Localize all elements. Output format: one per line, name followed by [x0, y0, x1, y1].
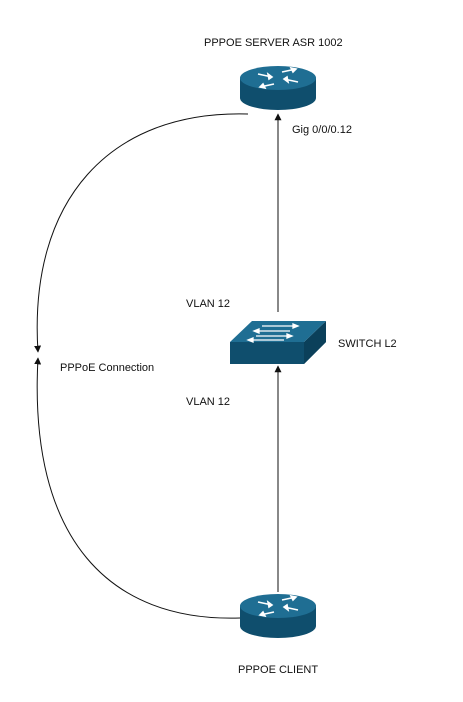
pppoe-curve-upper [34, 113, 249, 353]
switch-icon [230, 321, 326, 364]
server-router-icon [240, 66, 316, 110]
server-interface-label: Gig 0/0/0.12 [292, 124, 352, 136]
client-label: PPPOE CLIENT [238, 664, 319, 676]
upper-vlan-label: VLAN 12 [186, 298, 231, 310]
pppoe-curve-lower [34, 357, 241, 619]
server-label: PPPOE SERVER ASR 1002 [204, 37, 343, 49]
pppoe-connection-label: PPPoE Connection [60, 362, 155, 374]
client-router-icon [240, 594, 316, 638]
lower-vlan-label: VLAN 12 [186, 396, 231, 408]
switch-label: SWITCH L2 [338, 338, 397, 350]
